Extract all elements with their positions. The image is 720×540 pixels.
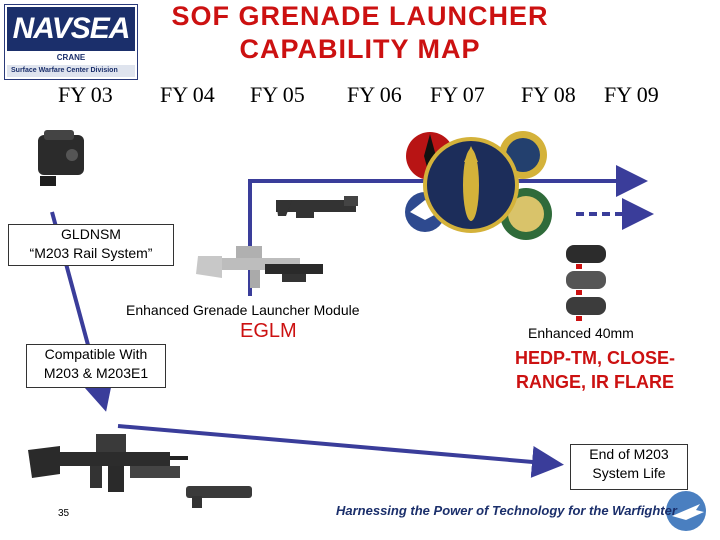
title-line-1: SOF GRENADE LAUNCHER: [171, 1, 549, 31]
eglm-full-label: Enhanced Grenade Launcher Module: [126, 302, 360, 318]
fy-label-05: FY 05: [250, 82, 305, 107]
end-of-life-box: End of M203 System Life: [570, 444, 688, 490]
ammo-label: Enhanced 40mm: [528, 325, 634, 341]
compatible-line-1: Compatible With: [44, 346, 148, 362]
gldnsm-device-image: [38, 130, 84, 186]
m203-launcher-image: [186, 486, 252, 508]
sof-emblems-image: [405, 131, 552, 240]
compatible-box: Compatible With M203 & M203E1: [26, 344, 166, 388]
logo-site: CRANE: [56, 53, 86, 62]
footer-tagline: Harnessing the Power of Technology for t…: [336, 503, 677, 518]
fy-label-08: FY 08: [521, 82, 576, 107]
aircraft-logo-icon: [666, 491, 706, 531]
eglm-rifle-image: [196, 246, 323, 288]
40mm-rounds-image: [566, 245, 606, 321]
gldnsm-line-2: “M203 Rail System”: [29, 245, 153, 261]
fy-label-07: FY 07: [430, 82, 485, 107]
navsea-wordmark: NAVSEA: [7, 7, 135, 51]
compatible-line-2: M203 & M203E1: [43, 365, 149, 381]
gldnsm-box: GLDNSM “M203 Rail System”: [8, 224, 174, 266]
gldnsm-line-1: GLDNSM: [61, 226, 121, 242]
page-title: SOF GRENADE LAUNCHER CAPABILITY MAP: [150, 0, 570, 66]
timeline-arrow-end-life: [117, 424, 564, 478]
logo-division: Surface Warfare Center Division: [7, 65, 135, 77]
fy-label-03: FY 03: [58, 82, 113, 107]
fy-label-09: FY 09: [604, 82, 659, 107]
fy-label-04: FY 04: [160, 82, 215, 107]
end-of-life-line-2: System Life: [592, 465, 666, 481]
ammo-types-line-1: HEDP-TM, CLOSE-: [515, 348, 675, 368]
eglm-abbr-label: EGLM: [240, 320, 297, 342]
eglm-module-image: [276, 196, 358, 218]
navsea-logo: NAVSEA CRANE Surface Warfare Center Divi…: [4, 4, 138, 80]
title-line-2: CAPABILITY MAP: [239, 34, 481, 64]
page-number: 35: [58, 508, 70, 519]
m4-m203-rifle-image: [28, 434, 188, 492]
ammo-types: HEDP-TM, CLOSE- RANGE, IR FLARE: [500, 346, 690, 394]
fy-label-06: FY 06: [347, 82, 402, 107]
end-of-life-line-1: End of M203: [589, 446, 669, 462]
ammo-types-line-2: RANGE, IR FLARE: [515, 372, 674, 392]
